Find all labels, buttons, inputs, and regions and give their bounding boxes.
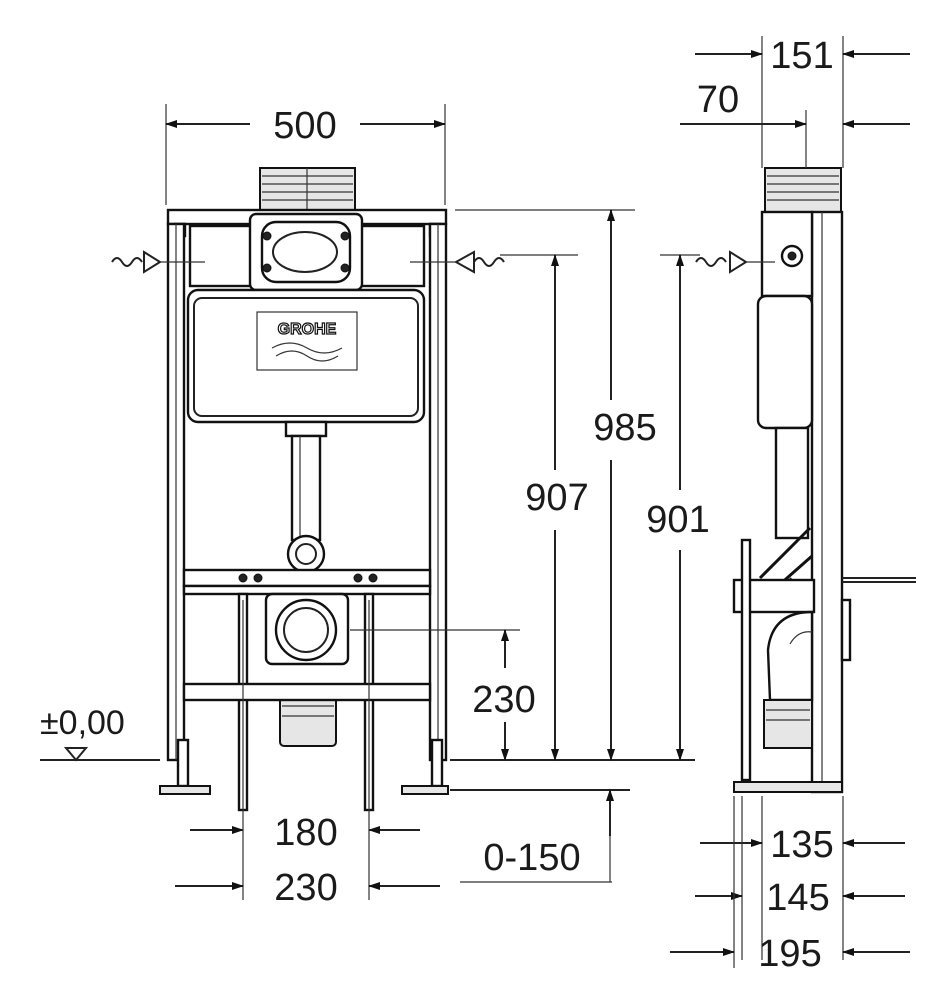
dim-985-label: 985 <box>593 407 656 449</box>
svg-text:GROHE: GROHE <box>278 321 337 338</box>
outlet-bend <box>264 592 350 747</box>
dimension-135: 135 <box>700 796 905 960</box>
dimension-180: 180 <box>190 812 420 854</box>
dimension-0-150: 0-150 <box>460 789 614 883</box>
middle-crossbar <box>182 568 432 596</box>
side-actuation-plate <box>764 167 842 213</box>
flush-pipe <box>284 420 328 574</box>
front-view: GROHE <box>40 167 695 812</box>
dim-145-label: 145 <box>766 877 829 919</box>
dimension-151: 151 <box>695 35 910 168</box>
dim-0-150-label: 0-150 <box>483 837 580 879</box>
dim-907-label: 907 <box>525 477 588 519</box>
dimension-500: 500 <box>165 104 446 205</box>
dimension-230-height: 230 <box>350 629 536 761</box>
inlet-box <box>248 212 364 292</box>
dimension-907: 907 <box>500 254 589 761</box>
dim-230-height-label: 230 <box>472 679 535 721</box>
dim-180-label: 180 <box>274 812 337 854</box>
dim-230-width-label: 230 <box>274 867 337 909</box>
dim-135-label: 135 <box>770 824 833 866</box>
dimension-195: 195 <box>670 796 910 975</box>
side-water-inlet-icon <box>695 250 775 274</box>
dim-151-label: 151 <box>770 35 833 77</box>
water-inlet-right-icon <box>410 250 505 274</box>
level-reference-label: ±0,00 <box>40 704 125 742</box>
dimension-901: 901 <box>646 254 710 761</box>
level-reference: ±0,00 <box>40 704 125 762</box>
dimension-230-width: 230 <box>175 600 440 909</box>
dim-901-label: 901 <box>646 499 709 541</box>
frame-feet <box>159 738 449 795</box>
actuation-plate <box>259 167 356 211</box>
dimension-70: 70 <box>680 79 910 168</box>
dim-70-label: 70 <box>697 79 739 121</box>
dimension-985: 985 <box>455 209 657 761</box>
dim-500-label: 500 <box>273 105 336 147</box>
water-inlet-left-icon <box>111 250 205 274</box>
side-view <box>695 167 916 794</box>
grohe-logo: GROHE <box>271 320 343 362</box>
frame-uprights <box>166 222 448 762</box>
dim-195-label: 195 <box>758 933 821 975</box>
